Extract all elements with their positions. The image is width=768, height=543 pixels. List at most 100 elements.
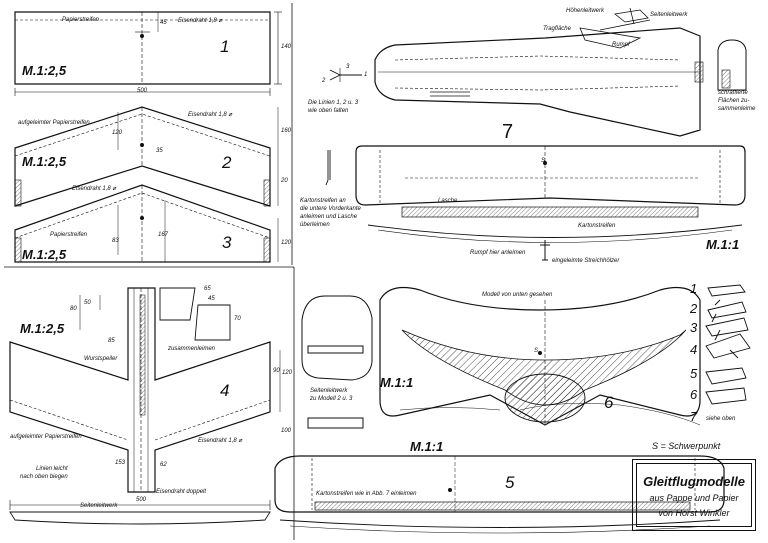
dim-120-part3: 120 — [281, 240, 292, 246]
model-icons — [705, 284, 751, 405]
fold-label-3: 3 — [346, 64, 350, 70]
label-seitenleitwerk-zu-1: Seitenleitwerk — [310, 388, 348, 394]
dim-500-part4: 500 — [136, 497, 147, 503]
label-nach-oben-biegen: nach oben biegen — [20, 474, 68, 480]
dim-120-part4: 120 — [282, 370, 293, 376]
label-schraffierte-1: schraffierte — [718, 90, 748, 96]
label-die-linien-2: wie oben falten — [308, 108, 349, 114]
fold-label-2: 2 — [322, 78, 326, 84]
dim-62: 62 — [160, 462, 167, 468]
label-rumpf: Rumpf — [612, 42, 630, 48]
title-line1: Gleitflugmodelle — [643, 474, 745, 489]
label-tragflaeche: Tragfläche — [543, 26, 571, 32]
label-aufgeleimter-papierstreifen-2: aufgeleimter Papierstreifen — [18, 120, 90, 126]
label-schraffierte-2: Flächen zu- — [718, 98, 750, 104]
label-kartonstreifen-note-4: überleimen — [300, 222, 330, 228]
part-number-3: 3 — [222, 233, 232, 252]
scale-label-part7: M.1:1 — [706, 237, 740, 252]
models-list-1: 1 — [690, 281, 698, 296]
label-eisendraht-doppelt: Eisendraht doppelt — [156, 489, 207, 495]
scale-label-part2: M.1:2,5 — [22, 154, 67, 169]
dim-160: 160 — [281, 128, 292, 134]
scale-label-part1: M.1:2,5 — [22, 63, 67, 78]
part-number-2: 2 — [222, 153, 232, 172]
label-papierstreifen-1: Papierstreifen — [62, 17, 100, 23]
part-number-6: 6 — [604, 393, 614, 412]
label-kartonstreifen-5: Kartonstreifen wie in Abb. 7 einleimen — [316, 491, 417, 497]
rudder-part — [301, 295, 373, 429]
schwerpunkt-mark-6: S — [534, 348, 539, 354]
label-eingeleimte-streichhoelzer: eingeleimte Streichhölzer — [552, 258, 620, 264]
label-siehe-oben: siehe oben — [706, 416, 736, 422]
models-list-5: 5 — [690, 366, 698, 381]
dim-45: 45 — [160, 20, 167, 26]
scale-label-part3: M.1:2,5 — [22, 247, 67, 262]
models-list-7: 7 — [690, 409, 698, 424]
dim-45b: 45 — [208, 296, 215, 302]
part-number-7: 7 — [502, 121, 514, 143]
label-kartonstreifen-note-2: die untere Vorderkante — [300, 206, 361, 212]
fold-detail — [325, 150, 331, 186]
dim-140: 140 — [281, 44, 292, 50]
part1-wing — [14, 11, 282, 96]
title-line2: aus Pappe und Papier — [649, 493, 739, 503]
part-number-4: 4 — [220, 381, 230, 400]
label-papierstreifen-3: Papierstreifen — [50, 232, 88, 238]
dim-65: 65 — [204, 286, 211, 292]
dim-20: 20 — [281, 178, 288, 184]
label-seitenleitwerk-top: Seitenleitwerk — [650, 12, 688, 18]
part7-fuselage — [329, 27, 747, 137]
dim-90: 90 — [273, 368, 280, 374]
label-zusammenleimen: zusammenleimen — [168, 346, 216, 352]
part2-wing — [14, 106, 279, 207]
dim-120-part2: 120 — [112, 130, 123, 136]
label-eisendraht-3: Eisendraht 1,8 ⌀ — [72, 186, 116, 192]
label-kartonstreifen-note-1: Kartonstreifen an — [300, 198, 346, 204]
part3-wing — [14, 184, 279, 263]
label-seitenleitwerk-zu-2: zu Modell 2 u. 3 — [310, 396, 353, 402]
assembled-glider-sketch — [579, 7, 651, 49]
part4-wing — [9, 287, 281, 525]
title-line3: von Horst Winkler — [658, 508, 730, 518]
scale-label-part5: M.1:1 — [410, 439, 444, 454]
dim-100: 100 — [281, 428, 292, 434]
label-hoehenleitwerk: Höhenleitwerk — [566, 8, 605, 14]
label-schwerpunkt-legend: S = Schwerpunkt — [652, 441, 721, 451]
dim-50: 50 — [84, 300, 91, 306]
part-number-1: 1 — [220, 37, 230, 56]
schwerpunkt-mark-7: S — [541, 158, 546, 164]
scale-label-part4: M.1:2,5 — [20, 321, 65, 336]
label-lasche: Lasche — [438, 198, 458, 204]
dim-500-part1: 500 — [137, 88, 148, 94]
dim-153: 153 — [115, 460, 126, 466]
label-rumpf-hier-anleimen: Rumpf hier anleimen — [470, 250, 526, 256]
label-wurstspeiler: Wurstspeiler — [84, 356, 118, 362]
part6-wing — [379, 287, 701, 426]
label-kartonstreifen-note-3: anleimen und Lasche — [300, 214, 358, 220]
dim-70: 70 — [234, 316, 241, 322]
part-number-5: 5 — [505, 473, 515, 492]
models-list-2: 2 — [690, 301, 698, 316]
label-seitenleitwerk-4: Seitenleitwerk — [80, 503, 118, 509]
part5-wing — [274, 455, 725, 534]
section-dividers — [4, 3, 295, 540]
dim-85: 85 — [108, 338, 115, 344]
label-eisendraht-1: Eisendraht 1,8 ⌀ — [178, 18, 222, 24]
label-linien-leicht: Linien leicht — [36, 466, 68, 472]
dim-80: 80 — [70, 306, 77, 312]
label-modell-von-unten: Modell von unten gesehen — [482, 292, 553, 298]
label-eisendraht-2: Eisendraht 1,8 ⌀ — [188, 112, 232, 118]
models-list-4: 4 — [690, 342, 698, 357]
label-aufgeleimter-papierstreifen-4: aufgeleimter Papierstreifen — [10, 434, 82, 440]
part7-wing — [355, 145, 746, 261]
dim-35: 35 — [156, 148, 163, 154]
label-kartonstreifen-7: Kartonstreifen — [578, 223, 616, 229]
models-list-6: 6 — [690, 387, 698, 402]
models-list-3: 3 — [690, 320, 698, 335]
label-die-linien-1: Die Linien 1, 2 u. 3 — [308, 100, 359, 106]
scale-label-part6: M.1:1 — [380, 375, 414, 390]
title-block: Gleitflugmodelle aus Pappe und Papier vo… — [632, 459, 756, 531]
label-eisendraht-4: Eisendraht 1,8 ⌀ — [198, 438, 242, 444]
dim-83: 83 — [112, 238, 119, 244]
